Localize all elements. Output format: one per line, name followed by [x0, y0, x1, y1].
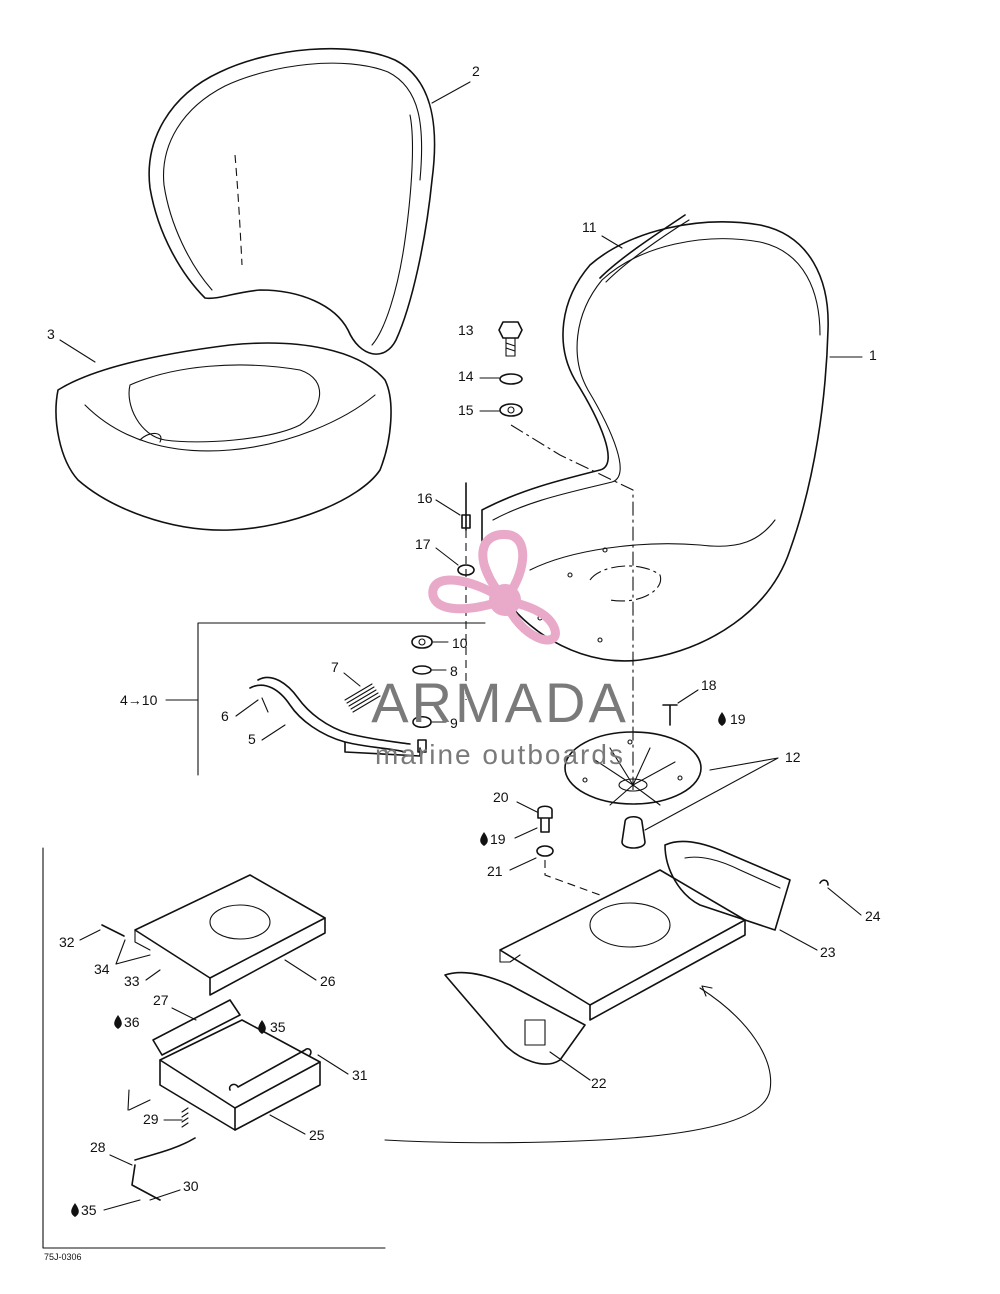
callout-26: 26	[320, 973, 336, 989]
screw-18	[662, 704, 678, 726]
lever-assembly	[249, 676, 421, 757]
callout-12: 12	[785, 749, 801, 765]
lubricant-icon	[480, 832, 488, 846]
callout-20: 20	[493, 789, 509, 805]
bolt-13	[498, 321, 523, 357]
washer-21	[536, 845, 554, 857]
callout-25: 25	[309, 1127, 325, 1143]
brand-logo	[428, 529, 560, 645]
watermark-brand: ARMADA	[371, 671, 629, 734]
propeller-hub	[489, 584, 521, 616]
propeller-logo	[478, 529, 528, 608]
assembly-centerline	[510, 424, 634, 790]
backrest-cushion	[148, 47, 436, 355]
callout-35a: 35	[270, 1019, 286, 1035]
callout-28: 28	[90, 1139, 106, 1155]
lubricant-icon	[718, 712, 726, 726]
callout-10: 10	[452, 635, 468, 651]
callout-32: 32	[59, 934, 75, 950]
spring-29	[181, 1107, 189, 1128]
lubricant-icon	[114, 1015, 122, 1029]
callout-2: 2	[472, 63, 480, 79]
callout-29: 29	[143, 1111, 159, 1127]
callout-15: 15	[458, 402, 474, 418]
lever-28	[131, 1137, 196, 1201]
swivel-plate	[564, 731, 702, 849]
slide-rails	[127, 999, 321, 1131]
seat-shell	[481, 221, 829, 662]
relocation-arrow	[384, 987, 772, 1144]
callout-24: 24	[865, 908, 881, 924]
fastener-24	[819, 879, 829, 886]
callout-19b: 19	[490, 831, 506, 847]
callout-3: 3	[47, 326, 55, 342]
drawing-code: 75J-0306	[44, 1252, 82, 1262]
swivel-bushing	[621, 815, 646, 849]
slide-plate-26	[134, 874, 326, 996]
lubricant-icon	[71, 1203, 79, 1217]
callout-6: 6	[221, 708, 229, 724]
washer-14	[499, 373, 523, 385]
callout-34: 34	[94, 961, 110, 977]
callout-5: 5	[248, 731, 256, 747]
callout-9: 9	[450, 715, 458, 731]
seat-cushion	[55, 342, 392, 531]
callout-8: 8	[450, 663, 458, 679]
callout-22: 22	[591, 1075, 607, 1091]
callout-14: 14	[458, 368, 474, 384]
washer-15	[499, 403, 523, 417]
seat-strip	[599, 214, 686, 279]
screw-32	[101, 924, 125, 937]
callout-23: 23	[820, 944, 836, 960]
callout-18: 18	[701, 677, 717, 693]
callout-19a: 19	[730, 711, 746, 727]
callout-16: 16	[417, 490, 433, 506]
bolt-20	[537, 805, 553, 833]
group-bracket	[197, 622, 486, 776]
callouts: 1 2 3 5 6 7 8 9 10 11 12 13 14 15 16 17 …	[47, 63, 881, 1218]
lubricant-icon	[258, 1020, 266, 1034]
callout-36: 36	[124, 1014, 140, 1030]
callout-27: 27	[153, 992, 169, 1008]
callout-31: 31	[352, 1067, 368, 1083]
slide-frame	[384, 840, 829, 1144]
callout-17: 17	[415, 536, 431, 552]
detail-box	[42, 847, 386, 1249]
group-label: 4→10	[120, 692, 158, 708]
callout-7: 7	[331, 659, 339, 675]
watermark-tagline: marine outboards	[375, 739, 625, 770]
callout-33: 33	[124, 973, 140, 989]
callout-30: 30	[183, 1178, 199, 1194]
callout-1: 1	[869, 347, 877, 363]
callout-35b: 35	[81, 1202, 97, 1218]
callout-13: 13	[458, 322, 474, 338]
pin-16	[461, 482, 471, 531]
callout-11: 11	[582, 219, 597, 235]
callout-21: 21	[487, 863, 503, 879]
